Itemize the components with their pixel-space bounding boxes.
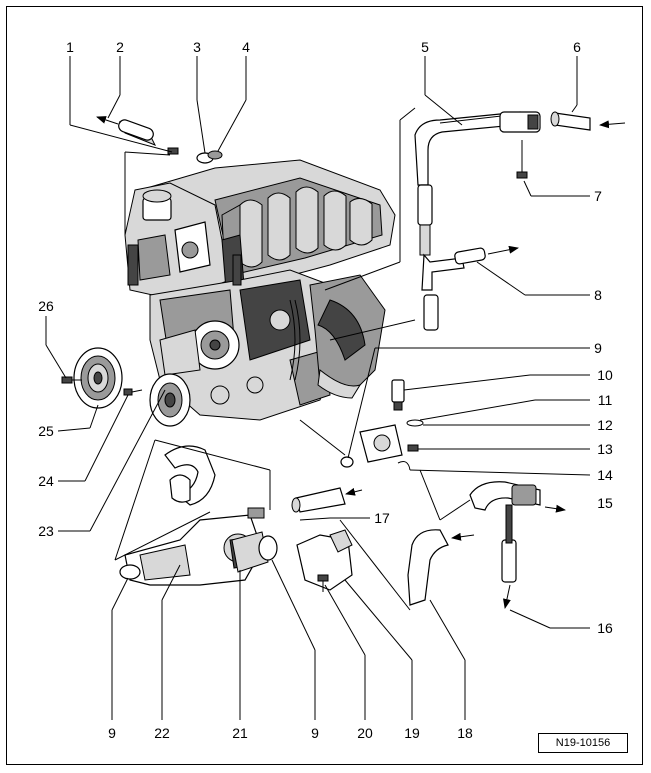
thermostat-and-hose-parts-illustration (119, 481, 541, 606)
callout-3: 3 (193, 39, 201, 55)
coolant-temp-sender-parts-illustration (340, 379, 424, 471)
callout-8: 8 (594, 287, 602, 303)
callout-2: 2 (116, 39, 124, 55)
callout-7: 7 (594, 188, 602, 204)
vibration-damper-illustration (61, 347, 143, 409)
callout-22: 22 (154, 725, 170, 741)
callout-6: 6 (573, 39, 581, 55)
callout-23: 23 (38, 523, 54, 539)
engine-assembly-illustration (124, 159, 396, 506)
callout-4: 4 (242, 39, 250, 55)
callout-26: 26 (38, 298, 54, 314)
callout-5: 5 (421, 39, 429, 55)
callout-21: 21 (232, 725, 248, 741)
callout-14: 14 (597, 467, 613, 483)
callout-1: 1 (66, 39, 74, 55)
callout-10: 10 (597, 367, 613, 383)
diagram-frame (6, 6, 643, 765)
callout-20: 20 (357, 725, 373, 741)
callout-9-bottom-left: 9 (108, 725, 116, 741)
callout-18: 18 (457, 725, 473, 741)
coolant-pipe-assembly-illustration (414, 111, 591, 331)
figure-reference-code: N19-10156 (538, 733, 628, 753)
leader-lines (45, 56, 591, 720)
callout-9: 9 (594, 340, 602, 356)
flow-arrows (96, 116, 626, 609)
callout-13: 13 (597, 441, 613, 457)
top-left-parts-illustration (118, 119, 223, 164)
callout-24: 24 (38, 473, 54, 489)
callout-17: 17 (374, 510, 390, 526)
callout-labels: 1 2 3 4 5 6 7 8 9 10 11 12 13 14 15 16 1… (38, 39, 613, 741)
callout-16: 16 (597, 620, 613, 636)
callout-11: 11 (598, 392, 613, 408)
callout-9-bottom-mid: 9 (311, 725, 319, 741)
callout-25: 25 (38, 423, 54, 439)
callout-19: 19 (404, 725, 420, 741)
callout-15: 15 (597, 495, 613, 511)
callout-12: 12 (597, 417, 613, 433)
